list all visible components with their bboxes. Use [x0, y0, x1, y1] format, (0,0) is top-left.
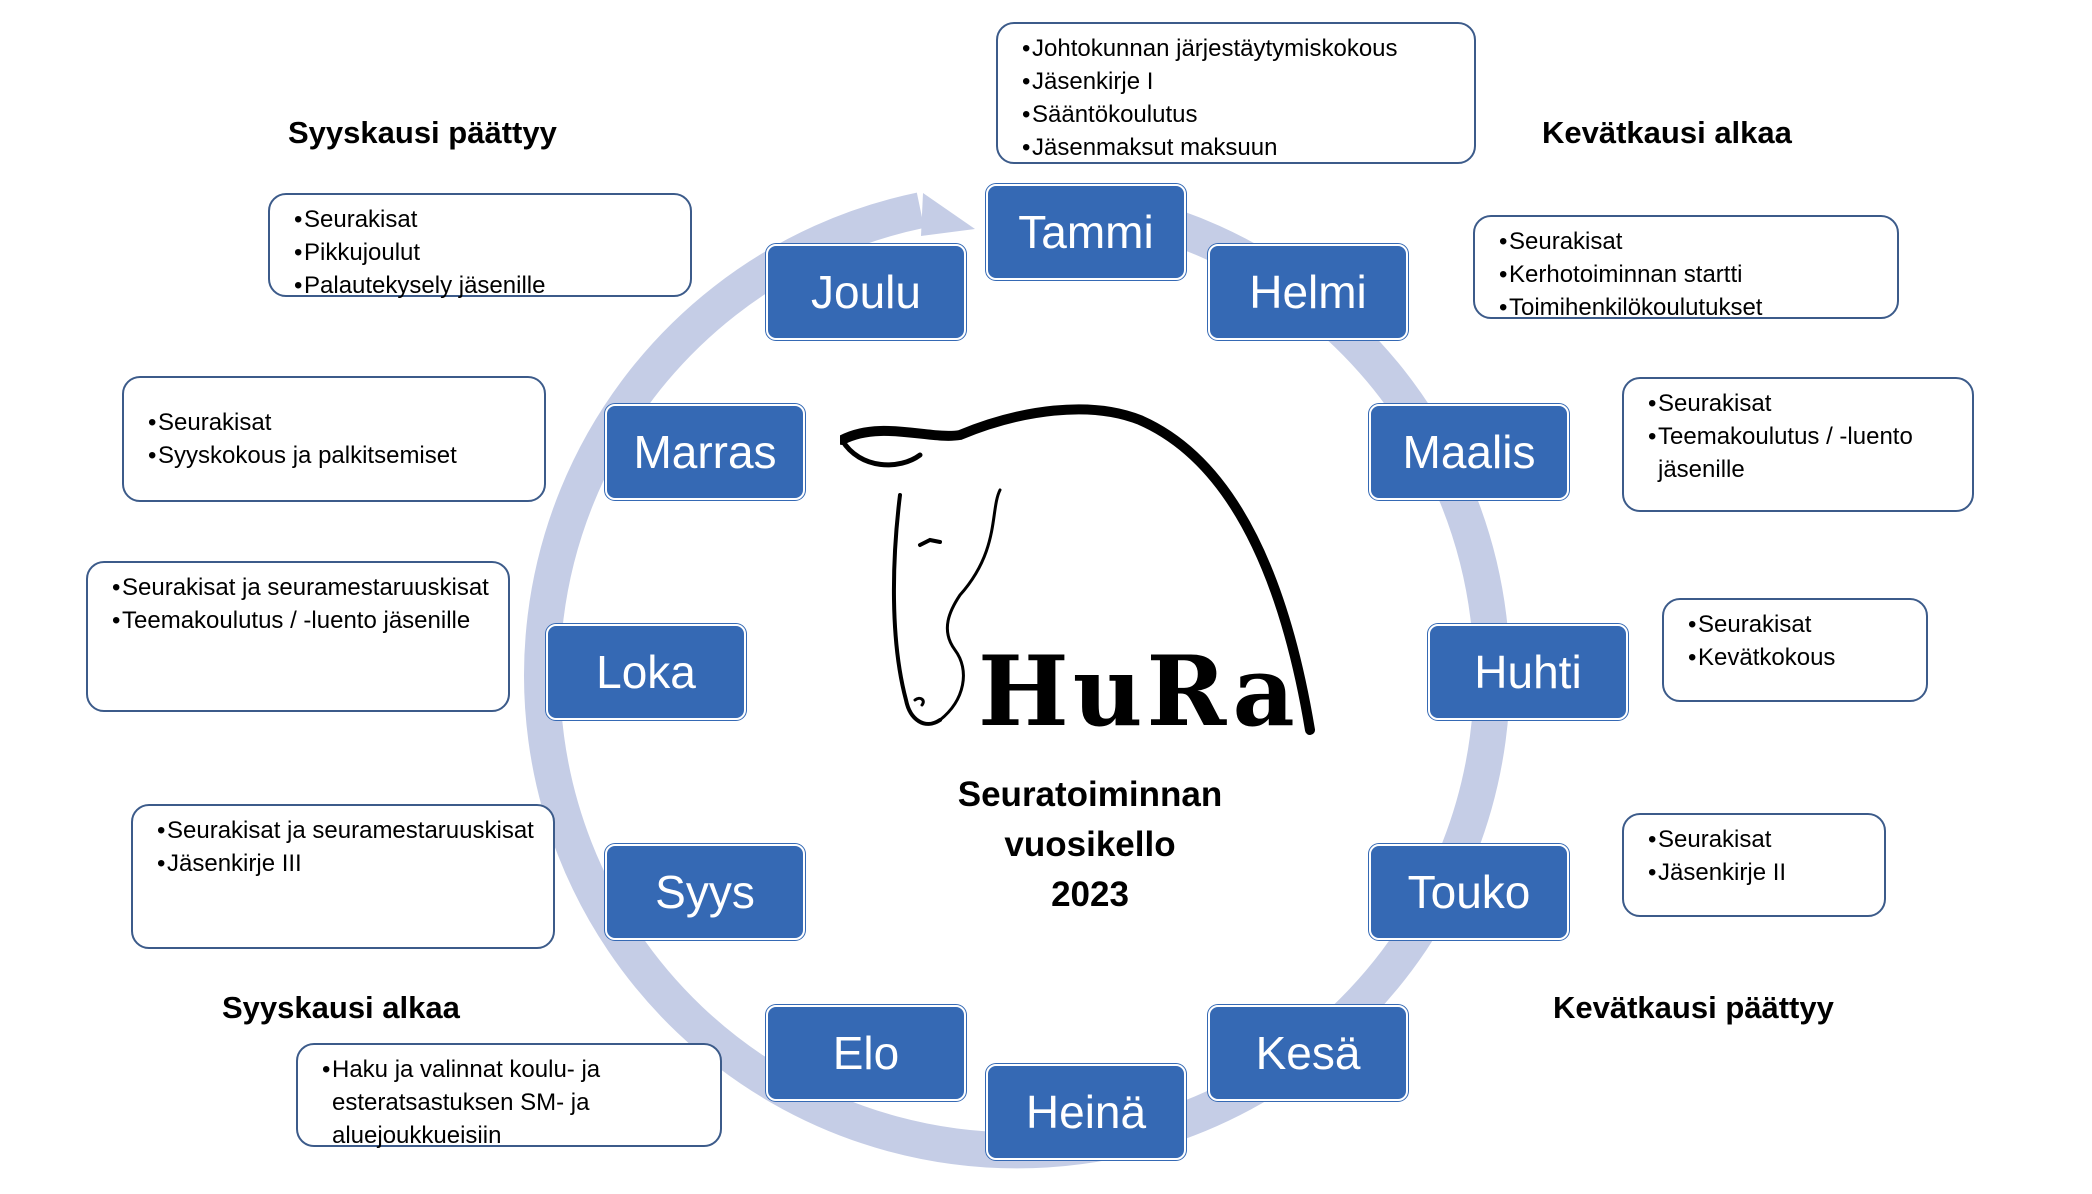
list-item: •Seurakisat — [1648, 390, 1772, 417]
cycle-ring-arrowhead — [921, 193, 975, 236]
list-item: •Seurakisat — [1499, 228, 1623, 255]
note-syys: •Seurakisat ja seuramestaruuskisat •Jäse… — [131, 804, 555, 949]
list-item: •Seurakisat — [1688, 611, 1812, 638]
note-marras: •Seurakisat •Syyskokous ja palkitsemiset — [122, 376, 546, 502]
month-marras: Marras — [605, 404, 805, 500]
note-huhti: •Seurakisat •Kevätkokous — [1662, 598, 1928, 702]
note-loka: •Seurakisat ja seuramestaruuskisat •Teem… — [86, 561, 510, 712]
month-tammi: Tammi — [986, 184, 1186, 280]
list-item: •Sääntökoulutus — [1022, 101, 1198, 128]
note-touko-list: •Seurakisat •Jäsenkirje II — [1648, 823, 1870, 889]
month-loka: Loka — [546, 624, 746, 720]
note-maalis: •Seurakisat •Teemakoulutus / -luento jäs… — [1622, 377, 1974, 512]
note-helmi-list: •Seurakisat •Kerhotoiminnan startti •Toi… — [1499, 225, 1883, 324]
list-item: •Johtokunnan järjestäytymiskokous — [1022, 35, 1398, 62]
list-item: •Seurakisat — [1648, 826, 1772, 853]
list-item: •Haku ja valinnat koulu- ja esteratsastu… — [322, 1056, 601, 1149]
list-item: •Jäsenkirje II — [1648, 859, 1787, 886]
list-item: •Seurakisat — [294, 206, 418, 233]
list-item: •Jäsenmaksut maksuun — [1022, 134, 1278, 161]
list-item: •Jäsenkirje I — [1022, 68, 1154, 95]
month-joulu: Joulu — [766, 244, 966, 340]
note-joulu-list: •Seurakisat •Pikkujoulut •Palautekysely … — [294, 203, 676, 302]
note-huhti-list: •Seurakisat •Kevätkokous — [1688, 608, 1912, 674]
list-item: •Toimihenkilökoulutukset — [1499, 294, 1763, 321]
list-item: •Syyskokous ja palkitsemiset — [148, 442, 457, 469]
month-elo: Elo — [766, 1005, 966, 1101]
title-line-2: vuosikello — [1004, 825, 1176, 864]
month-touko: Touko — [1369, 844, 1569, 940]
list-item: •Pikkujoulut — [294, 239, 421, 266]
list-item: •Seurakisat ja seuramestaruuskisat — [157, 817, 534, 844]
month-syys: Syys — [605, 844, 805, 940]
logo-text: HuRa — [978, 635, 1299, 748]
season-label-kevatkausi-alkaa: Kevätkausi alkaa — [1542, 115, 1792, 150]
note-marras-list: •Seurakisat •Syyskokous ja palkitsemiset — [148, 406, 530, 472]
season-label-kevatkausi-paattyy: Kevätkausi päättyy — [1553, 990, 1834, 1025]
note-maalis-list: •Seurakisat •Teemakoulutus / -luento jäs… — [1648, 387, 1958, 486]
note-loka-list: •Seurakisat ja seuramestaruuskisat •Teem… — [112, 571, 494, 637]
note-elo: •Haku ja valinnat koulu- ja esteratsastu… — [296, 1043, 722, 1149]
list-item: •Teemakoulutus / -luento jäsenille — [1648, 423, 1913, 483]
season-label-syyskausi-alkaa: Syyskausi alkaa — [222, 990, 460, 1025]
note-elo-list: •Haku ja valinnat koulu- ja esteratsastu… — [322, 1053, 706, 1152]
list-item: •Jäsenkirje III — [157, 850, 302, 877]
title-line-3: 2023 — [1051, 875, 1129, 914]
season-label-syyskausi-paattyy: Syyskausi päättyy — [288, 115, 557, 150]
list-item: •Kerhotoiminnan startti — [1499, 261, 1743, 288]
month-heina: Heinä — [986, 1064, 1186, 1160]
list-item: •Seurakisat ja seuramestaruuskisat — [112, 574, 489, 601]
list-item: •Seurakisat — [148, 409, 272, 436]
month-helmi: Helmi — [1208, 244, 1408, 340]
diagram-title: Seuratoiminnan vuosikello 2023 — [880, 770, 1300, 920]
list-item: •Kevätkokous — [1688, 644, 1836, 671]
month-maalis: Maalis — [1369, 404, 1569, 500]
note-joulu: •Seurakisat •Pikkujoulut •Palautekysely … — [268, 193, 692, 299]
month-huhti: Huhti — [1428, 624, 1628, 720]
list-item: •Palautekysely jäsenille — [294, 272, 546, 299]
hura-logo: HuRa — [840, 404, 1315, 748]
horse-head-icon — [840, 404, 1315, 735]
list-item: •Teemakoulutus / -luento jäsenille — [112, 607, 471, 634]
note-syys-list: •Seurakisat ja seuramestaruuskisat •Jäse… — [157, 814, 539, 880]
note-touko: •Seurakisat •Jäsenkirje II — [1622, 813, 1886, 917]
note-helmi: •Seurakisat •Kerhotoiminnan startti •Toi… — [1473, 215, 1899, 321]
note-tammi-list: •Johtokunnan järjestäytymiskokous •Jäsen… — [1022, 32, 1460, 164]
title-line-1: Seuratoiminnan — [957, 775, 1223, 814]
note-tammi: •Johtokunnan järjestäytymiskokous •Jäsen… — [996, 22, 1476, 164]
month-kesa: Kesä — [1208, 1005, 1408, 1101]
